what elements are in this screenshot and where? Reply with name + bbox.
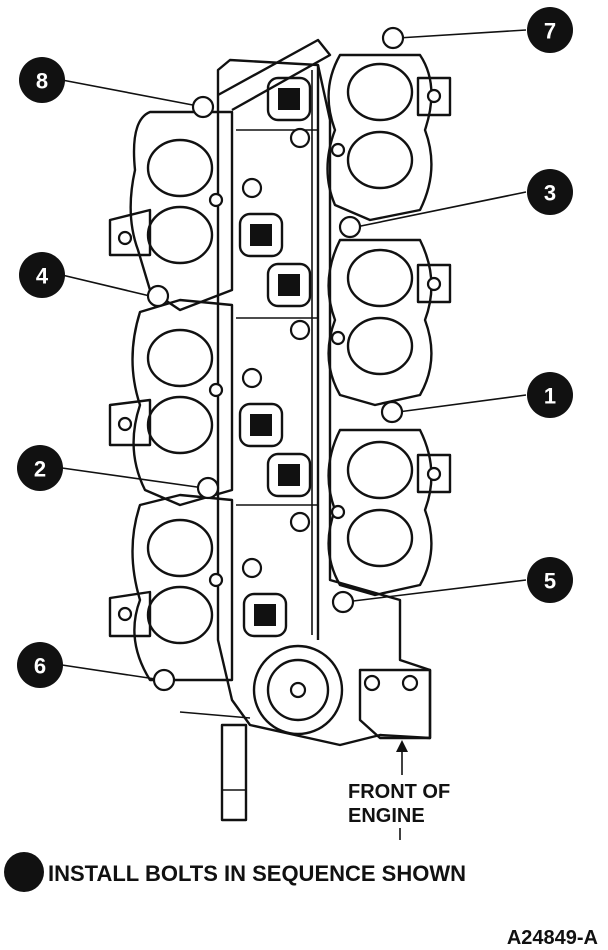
bolt-hole-4 — [146, 284, 170, 308]
bolt-hole-2 — [196, 476, 220, 500]
callout-label: 5 — [544, 569, 556, 594]
callout-3: 3 — [527, 169, 573, 215]
front-of-engine-indicator: FRONT OF ENGINE — [348, 740, 450, 840]
callout-label: 4 — [36, 264, 49, 289]
left-port-flange-bank — [108, 110, 234, 682]
figure-id: A24849-A — [507, 927, 598, 949]
bolt-leaders — [61, 29, 527, 681]
callout-8: 8 — [19, 57, 65, 103]
bolt-hole-7 — [381, 26, 405, 50]
callout-label: 7 — [544, 19, 556, 44]
callout-label: 6 — [34, 654, 46, 679]
callout-4: 4 — [19, 252, 65, 298]
bolt-hole-3 — [338, 215, 362, 239]
bolt-hole-1 — [380, 400, 404, 424]
legend-callout-icon — [4, 852, 44, 892]
callout-2: 2 — [17, 445, 63, 491]
bolt-hole-8 — [191, 95, 215, 119]
callout-label: 2 — [34, 457, 46, 482]
legend-text: INSTALL BOLTS IN SEQUENCE SHOWN — [48, 861, 466, 886]
injector-icon — [242, 592, 288, 638]
bolt-hole-6 — [152, 668, 176, 692]
injector-icon — [238, 402, 284, 448]
callout-7: 7 — [527, 7, 573, 53]
injector-icon — [238, 212, 284, 258]
callout-5: 5 — [527, 557, 573, 603]
manifold-body — [179, 38, 432, 822]
bolt-holes — [146, 26, 405, 692]
injector-icon — [266, 262, 312, 308]
callout-1: 1 — [527, 372, 573, 418]
injector-icon — [266, 76, 312, 122]
callout-label: 3 — [544, 181, 556, 206]
fuel-injectors — [238, 76, 312, 638]
right-port-flange-bank — [326, 53, 452, 597]
front-of-engine-line1: FRONT OF — [348, 781, 450, 803]
front-arrow-icon — [396, 740, 408, 752]
bolt-hole-5 — [331, 590, 355, 614]
callout-6: 6 — [17, 642, 63, 688]
callout-label: 1 — [544, 384, 556, 409]
injector-icon — [266, 452, 312, 498]
callout-label: 8 — [36, 69, 48, 94]
front-of-engine-line2: ENGINE — [348, 805, 425, 827]
legend: INSTALL BOLTS IN SEQUENCE SHOWN — [4, 852, 466, 892]
